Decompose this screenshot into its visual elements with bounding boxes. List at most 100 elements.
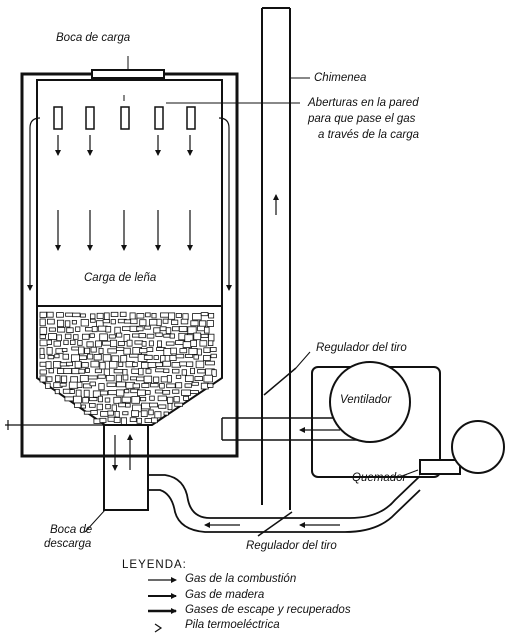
- wood-chunk: [39, 361, 47, 367]
- wood-chunk: [159, 383, 165, 389]
- wood-chunk: [97, 374, 106, 379]
- label-quemador: Quemador: [352, 472, 407, 484]
- wood-chunk: [181, 389, 191, 396]
- wood-chunk: [47, 354, 55, 360]
- wood-chunk: [76, 381, 83, 389]
- label-boca-de-descarga-2: descarga: [44, 538, 92, 550]
- wood-chunk: [175, 353, 185, 359]
- wood-chunk: [111, 355, 120, 363]
- wood-chunk: [69, 389, 75, 394]
- burner-leader: [401, 469, 419, 477]
- wood-charge: [39, 311, 217, 425]
- wood-chunk: [147, 362, 157, 369]
- wood-chunk: [53, 340, 61, 347]
- wood-chunk: [190, 367, 195, 375]
- wood-chunk: [91, 326, 98, 333]
- wood-chunk: [167, 402, 173, 411]
- wood-chunk: [190, 339, 197, 347]
- wood-chunk: [181, 369, 187, 376]
- label-carga-de-lena: Carga de leña: [84, 272, 157, 284]
- wood-chunk: [145, 390, 151, 395]
- wood-chunk: [97, 395, 103, 403]
- wood-chunk: [39, 318, 46, 327]
- wood-chunk: [90, 318, 96, 323]
- wood-chunk: [129, 417, 137, 423]
- fan-housing: [311, 361, 441, 478]
- wood-chunk: [39, 311, 47, 318]
- wood-chunk: [165, 341, 175, 346]
- wood-chunk: [162, 389, 171, 395]
- wood-chunk: [139, 396, 147, 402]
- wood-chunk: [80, 319, 89, 327]
- wood-chunk: [85, 368, 90, 373]
- burner: [419, 420, 505, 475]
- wood-chunk: [90, 313, 96, 320]
- wood-chunk: [184, 375, 194, 382]
- wood-chunk: [144, 325, 151, 330]
- wood-chunk: [175, 382, 183, 389]
- label-aberturas-1: Aberturas en la pared: [308, 97, 419, 109]
- wood-chunk: [122, 374, 129, 381]
- wood-chunk: [120, 355, 128, 363]
- wood-chunk: [107, 389, 118, 396]
- wood-chunk: [109, 360, 118, 369]
- label-chimenea: Chimenea: [314, 72, 367, 84]
- wood-chunk: [103, 312, 110, 321]
- wood-chunk: [117, 341, 125, 346]
- wood-chunk: [200, 312, 209, 317]
- wood-chunk: [89, 403, 96, 408]
- wood-chunk: [162, 360, 171, 367]
- wood-chunk: [192, 313, 202, 321]
- wood-chunk: [84, 347, 91, 354]
- wood-chunk: [169, 354, 177, 361]
- wood-chunk: [136, 417, 142, 424]
- wood-chunk: [107, 410, 114, 416]
- wood-chunk: [39, 326, 48, 335]
- wood-chunk: [209, 347, 217, 352]
- wood-chunk: [130, 318, 138, 325]
- legend-text: Gas de madera: [185, 589, 265, 601]
- wood-chunk: [151, 417, 158, 424]
- wood-chunk: [171, 319, 179, 326]
- wall-openings: [53, 106, 196, 130]
- wood-chunk: [203, 326, 210, 334]
- wood-chunk: [139, 319, 147, 327]
- wood-chunk: [115, 374, 122, 383]
- wood-chunk: [66, 327, 74, 333]
- wood-chunk: [169, 333, 175, 339]
- wood-chunk: [39, 369, 47, 375]
- wood-chunk: [100, 411, 109, 417]
- wood-chunk: [153, 355, 159, 360]
- wood-chunk: [61, 375, 68, 383]
- wood-chunk: [146, 333, 155, 339]
- wood-chunk: [132, 361, 138, 367]
- wood-chunk: [75, 389, 82, 397]
- wood-chunk: [146, 347, 154, 353]
- wood-chunk: [39, 375, 47, 383]
- wood-chunk: [89, 381, 96, 387]
- lower-draft-regulator: [257, 511, 293, 537]
- wood-chunk: [118, 361, 124, 368]
- wood-chunk: [163, 411, 169, 416]
- wood-chunk: [78, 368, 86, 374]
- wood-chunk: [183, 395, 190, 401]
- wood-chunk: [114, 410, 120, 418]
- wood-chunk: [193, 332, 202, 341]
- wood-chunk: [39, 339, 48, 347]
- wood-chunk: [82, 397, 89, 404]
- wood-chunk: [138, 333, 146, 339]
- wood-chunk: [168, 312, 176, 320]
- wood-chunk: [71, 354, 81, 362]
- wood-chunk: [159, 326, 167, 332]
- wood-chunk: [134, 340, 144, 345]
- legend-title: LEYENDA:: [122, 559, 187, 571]
- wood-chunk: [166, 396, 174, 404]
- left-annular-flow: [29, 117, 41, 160]
- wood-chunk: [71, 368, 80, 375]
- wood-chunk: [179, 361, 188, 367]
- wood-chunk: [65, 312, 74, 317]
- wood-chunk: [110, 339, 118, 348]
- wood-chunk: [203, 355, 211, 361]
- wood-chunk: [102, 340, 111, 346]
